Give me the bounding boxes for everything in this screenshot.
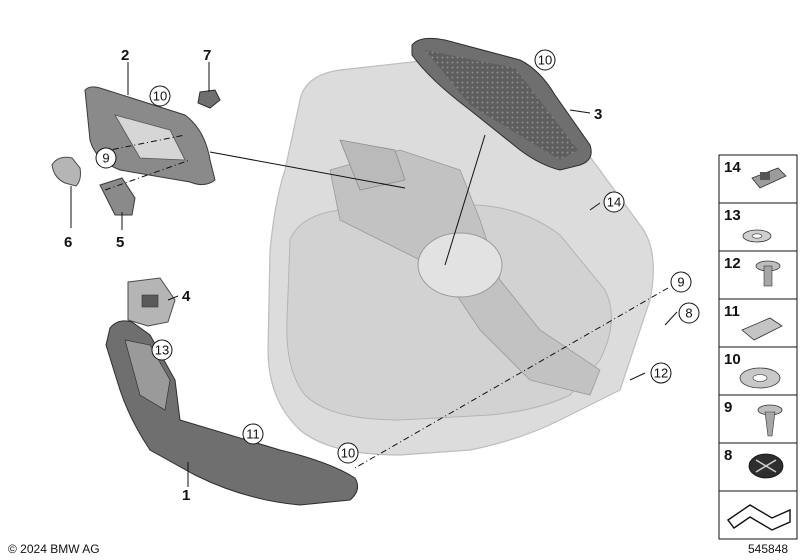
copyright-text: © 2024 BMW AG bbox=[8, 542, 100, 556]
svg-text:10: 10 bbox=[153, 89, 167, 104]
clip-bracket-icon bbox=[751, 167, 787, 189]
circled-callout-13: 13 bbox=[151, 339, 173, 361]
callout-6: 6 bbox=[64, 234, 72, 251]
circled-callout-10-handle: 10 bbox=[337, 442, 359, 464]
svg-text:13: 13 bbox=[724, 207, 741, 224]
side-row-13: 13 bbox=[718, 202, 798, 252]
fastener-side-panel: 14 13 12 11 bbox=[718, 154, 798, 540]
self-tapping-screw-icon bbox=[757, 404, 783, 437]
callout-1: 1 bbox=[182, 487, 190, 504]
svg-text:9: 9 bbox=[677, 275, 684, 290]
callout-4: 4 bbox=[182, 288, 191, 305]
side-row-12: 12 bbox=[718, 250, 798, 300]
spring-nut-icon bbox=[742, 229, 772, 243]
circled-callout-12: 12 bbox=[650, 362, 672, 384]
circled-callout-9-door: 9 bbox=[670, 271, 692, 293]
svg-text:9: 9 bbox=[724, 399, 732, 416]
cover-cap-6-part bbox=[51, 156, 81, 187]
svg-text:8: 8 bbox=[685, 306, 692, 321]
side-row-9: 9 bbox=[718, 394, 798, 444]
armrest-handle-part bbox=[105, 320, 359, 506]
svg-text:14: 14 bbox=[607, 195, 621, 210]
circled-callout-9: 9 bbox=[95, 147, 117, 169]
door-opener-bezel-part bbox=[84, 86, 216, 186]
callout-labels: 2 7 3 4 5 6 1 bbox=[64, 47, 602, 504]
side-row-8: 8 bbox=[718, 442, 798, 492]
circled-callout-10-top: 10 bbox=[534, 49, 556, 71]
orientation-arrow-icon bbox=[727, 504, 791, 531]
diagram-number: 545848 bbox=[748, 542, 788, 556]
svg-text:10: 10 bbox=[341, 446, 355, 461]
svg-text:8: 8 bbox=[724, 447, 732, 464]
svg-text:10: 10 bbox=[538, 53, 552, 68]
callout-3: 3 bbox=[594, 106, 602, 123]
side-row-11: 11 bbox=[718, 298, 798, 348]
bracket-clip-icon bbox=[741, 317, 783, 341]
circled-callout-11: 11 bbox=[242, 423, 264, 445]
svg-text:9: 9 bbox=[102, 151, 109, 166]
circled-callouts: 10 10 9 13 11 10 14 9 bbox=[95, 49, 700, 464]
direction-arrow-box bbox=[718, 490, 798, 540]
svg-text:11: 11 bbox=[246, 427, 260, 442]
leader-lines bbox=[70, 62, 678, 487]
switch-cover-4-part bbox=[127, 277, 176, 327]
speaker-cover-part bbox=[411, 37, 592, 171]
svg-text:12: 12 bbox=[654, 366, 668, 381]
circled-callout-14: 14 bbox=[603, 191, 625, 213]
svg-text:10: 10 bbox=[724, 351, 741, 368]
circled-callout-8: 8 bbox=[678, 302, 700, 324]
callout-2: 2 bbox=[121, 47, 129, 64]
svg-text:11: 11 bbox=[724, 303, 740, 320]
callout-7: 7 bbox=[203, 47, 211, 64]
svg-text:12: 12 bbox=[724, 255, 741, 272]
svg-text:14: 14 bbox=[724, 159, 741, 176]
circled-callout-10-bezel: 10 bbox=[149, 85, 171, 107]
clip-7-part bbox=[197, 89, 221, 109]
expanding-nut-icon bbox=[739, 367, 781, 389]
plug-icon bbox=[748, 453, 784, 479]
collar-screw-icon bbox=[755, 260, 781, 287]
side-row-10: 10 bbox=[718, 346, 798, 396]
svg-text:13: 13 bbox=[155, 343, 169, 358]
callout-5: 5 bbox=[116, 234, 124, 251]
cover-5-part bbox=[99, 177, 136, 216]
side-row-14: 14 bbox=[718, 154, 798, 204]
